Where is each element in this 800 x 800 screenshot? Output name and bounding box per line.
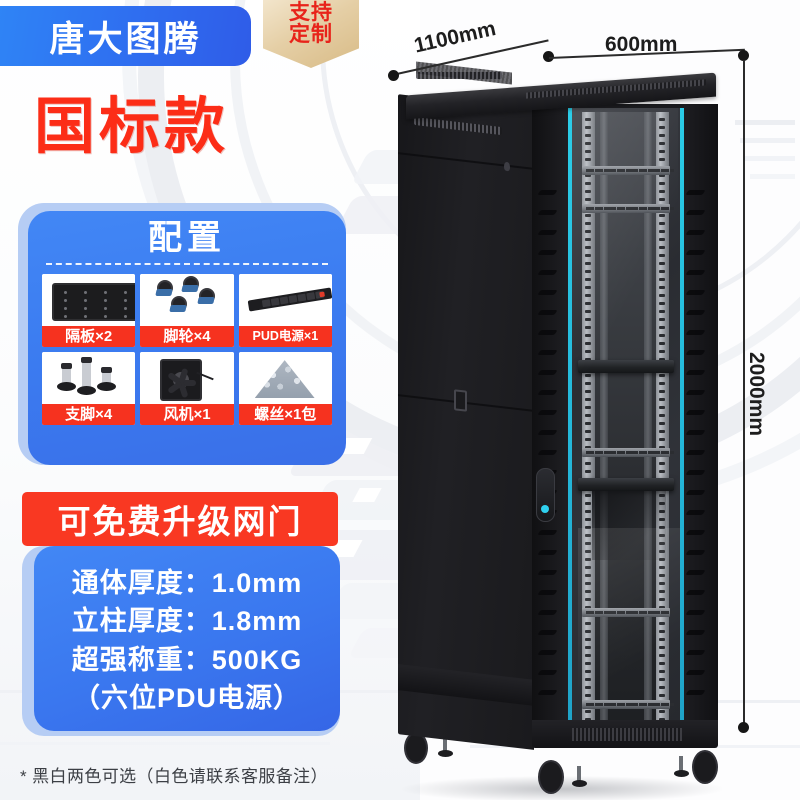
- free-upgrade-banner: 可免费升级网门: [22, 492, 338, 546]
- shelf-plate-icon: [52, 283, 136, 322]
- configuration-title: 配置: [148, 219, 226, 257]
- config-item-caption: 脚轮×4: [140, 326, 234, 348]
- rear-mounting-rail: [644, 112, 652, 734]
- background-stripe: [745, 156, 795, 161]
- specifications-panel-inner: 通体厚度：1.0mm 立柱厚度：1.8mm 超强称重：500KG （六位PDU电源）: [34, 546, 340, 731]
- horizontal-crossbar: [582, 448, 674, 457]
- config-item: 脚轮×4: [140, 274, 234, 348]
- background-stripe: [735, 120, 795, 125]
- config-item-caption: 螺丝×1包: [238, 404, 332, 426]
- config-item-image: [238, 274, 332, 327]
- config-item-caption: 支脚×4: [42, 404, 136, 426]
- glass-edge-trim-left: [568, 108, 572, 738]
- horizontal-crossbar: [582, 204, 674, 213]
- config-item: 风机×1: [140, 352, 234, 426]
- brand-badge: 唐大图腾: [0, 6, 251, 66]
- config-item-image: [42, 274, 136, 327]
- glass-door-handle: [536, 468, 555, 522]
- height-dimension-line: [743, 60, 745, 728]
- config-item: PUD电源×1: [238, 274, 332, 348]
- headline-title: 国标款: [34, 92, 230, 160]
- color-option-footnote: * 黑白两色可选（白色请联系客服备注）: [20, 767, 328, 786]
- glass-door: [568, 108, 684, 738]
- pdu-power-strip-icon: [247, 287, 332, 312]
- horizontal-crossbar: [582, 166, 674, 175]
- cabinet-base-front: [532, 720, 718, 748]
- leveling-foot-icon: [57, 363, 76, 392]
- caster-wheel: [538, 760, 564, 794]
- configuration-divider: [46, 263, 328, 266]
- server-rack-cabinet-image: [392, 60, 732, 800]
- config-item: 隔板×2: [42, 274, 136, 348]
- horizontal-crossbar: [582, 700, 674, 709]
- specification-line: （六位PDU电源）: [72, 682, 301, 713]
- top-panel-vent-secondary: [416, 72, 502, 79]
- cabinet-side-panel: [398, 94, 534, 750]
- interior-shadow: [592, 490, 666, 560]
- caster-wheel-icon: [181, 276, 200, 293]
- background-stripe: [740, 138, 795, 143]
- glass-reflection: [578, 528, 684, 738]
- config-item-caption: 风机×1: [140, 404, 234, 426]
- glass-edge-trim-right: [680, 108, 684, 738]
- config-item-caption: 隔板×2: [42, 326, 136, 348]
- brand-name: 唐大图腾: [49, 19, 202, 59]
- front-right-post: [684, 104, 718, 742]
- height-dimension-label: 2000mm: [745, 352, 768, 437]
- caster-wheel-icon: [197, 288, 216, 305]
- depth-dimension-endpoint: [388, 70, 399, 81]
- background-stripe: [750, 174, 795, 179]
- cabinet-front-frame: [532, 104, 718, 742]
- config-item-image: [238, 352, 332, 405]
- specification-line: 超强称重：500KG: [71, 644, 303, 675]
- side-panel-lock-icon: [504, 161, 510, 172]
- caster-wheel: [692, 750, 718, 784]
- specification-line: 立柱厚度：1.8mm: [71, 606, 303, 637]
- caster-wheel-icon: [155, 280, 174, 297]
- config-item-image: [42, 352, 136, 405]
- free-upgrade-text: 可免费升级网门: [57, 503, 303, 540]
- door-lock-indicator: [541, 505, 549, 513]
- config-item: 支脚×4: [42, 352, 136, 426]
- internal-shelf: [578, 478, 674, 491]
- background-stripe: [0, 742, 330, 745]
- width-dimension-label: 600mm: [605, 33, 678, 56]
- horizontal-crossbar: [582, 608, 674, 617]
- custom-badge-line2: 定制: [289, 23, 333, 47]
- config-item-image: [140, 274, 234, 327]
- top-panel-vent: [526, 79, 706, 99]
- height-dimension-endpoint: [738, 722, 749, 733]
- width-dimension-endpoint: [738, 50, 749, 61]
- config-item: 螺丝×1包: [238, 352, 332, 426]
- internal-shelf: [578, 360, 674, 373]
- leveling-foot-icon: [77, 357, 96, 396]
- leveling-foot-icon: [97, 367, 116, 392]
- base-front-perforation: [572, 728, 682, 741]
- front-left-post: [532, 104, 568, 742]
- depth-dimension-endpoint: [543, 51, 554, 62]
- config-item-caption: PUD电源×1: [238, 326, 332, 348]
- specification-line: 通体厚度：1.0mm: [71, 567, 303, 598]
- rear-mounting-rail: [600, 112, 608, 734]
- config-item-image: [140, 352, 234, 405]
- custom-badge-line1: 支持: [289, 1, 333, 24]
- side-panel-handle: [454, 389, 467, 412]
- caster-wheel-icon: [169, 296, 188, 313]
- screws-bag-icon: [254, 360, 315, 399]
- cooling-fan-icon: [160, 359, 215, 402]
- specifications-panel: 通体厚度：1.0mm 立柱厚度：1.8mm 超强称重：500KG （六位PDU电源）: [22, 546, 340, 736]
